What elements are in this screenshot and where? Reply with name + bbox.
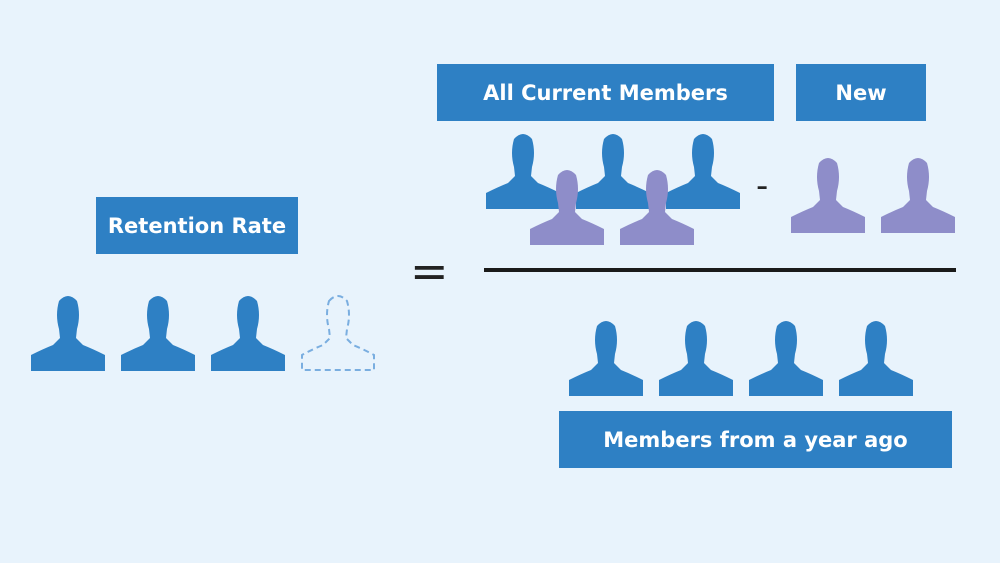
current-member-icon [666, 131, 740, 209]
members-year-ago-label: Members from a year ago [559, 411, 952, 468]
lost-member-dashed-icon [301, 293, 375, 371]
new-member-icon [791, 155, 865, 233]
new-members-label: New [796, 64, 926, 121]
retained-member-icon [121, 293, 195, 371]
year-ago-member-icon [569, 318, 643, 396]
retained-member-icon [211, 293, 285, 371]
year-ago-member-icon [659, 318, 733, 396]
fraction-bar [484, 268, 956, 272]
new-member-icon [530, 167, 604, 245]
year-ago-member-icon [749, 318, 823, 396]
equals-sign: = [410, 244, 449, 298]
current-member-icon [576, 131, 650, 209]
year-ago-member-icon [839, 318, 913, 396]
minus-sign: - [756, 166, 769, 206]
retention-rate-label: Retention Rate [96, 197, 298, 254]
retained-member-icon [31, 293, 105, 371]
all-current-members-label: All Current Members [437, 64, 774, 121]
current-member-icon [486, 131, 560, 209]
new-member-icon [881, 155, 955, 233]
new-member-icon [620, 167, 694, 245]
